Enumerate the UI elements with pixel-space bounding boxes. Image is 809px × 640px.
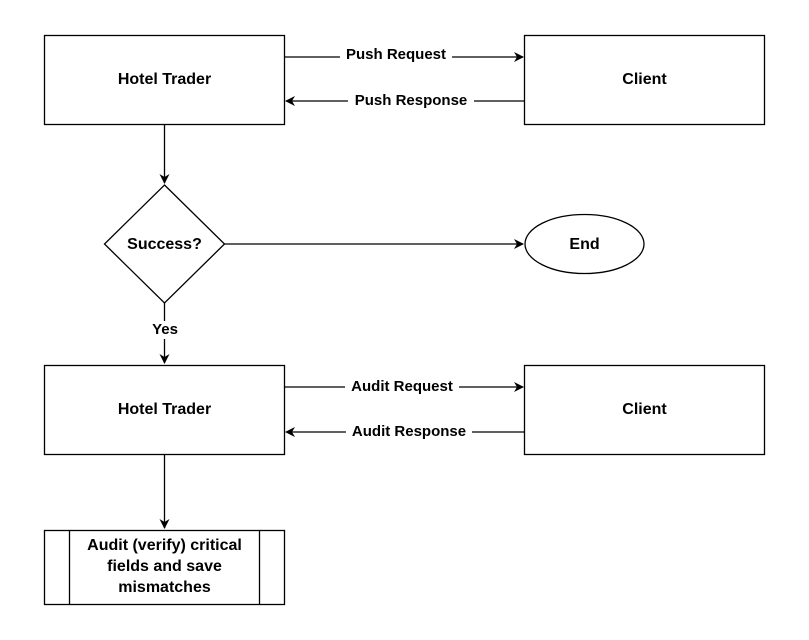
node-audit-process[interactable]: Audit (verify) critical fields and save …: [43, 529, 286, 606]
node-decision-label: Success?: [127, 236, 202, 253]
node-client-bottom-label: Client: [622, 401, 667, 418]
edge-push-request-label: Push Request: [346, 46, 446, 63]
edge-push-response[interactable]: Push Response: [285, 92, 524, 110]
edge-audit-response[interactable]: Audit Response: [285, 423, 524, 441]
node-end-label: End: [569, 236, 599, 253]
node-hotel-trader-top[interactable]: Hotel Trader: [43, 34, 286, 126]
node-audit-process-line-1: Audit (verify) critical: [87, 537, 242, 554]
node-hotel-trader-bottom-label: Hotel Trader: [118, 401, 211, 418]
node-audit-process-line-3: mismatches: [118, 579, 211, 596]
node-hotel-trader-top-label: Hotel Trader: [118, 71, 211, 88]
node-end[interactable]: End: [524, 213, 645, 275]
node-client-bottom[interactable]: Client: [523, 364, 766, 456]
node-hotel-trader-bottom[interactable]: Hotel Trader: [43, 364, 286, 456]
edge-yes-label: Yes: [152, 321, 178, 338]
edge-push-request[interactable]: Push Request: [285, 46, 524, 65]
edge-audit-request[interactable]: Audit Request: [285, 378, 524, 396]
node-audit-process-line-2: fields and save: [107, 558, 222, 575]
edge-push-response-label: Push Response: [355, 92, 468, 109]
node-client-top-label: Client: [622, 71, 667, 88]
node-decision[interactable]: Success?: [103, 184, 226, 304]
edge-audit-response-label: Audit Response: [352, 423, 466, 440]
node-client-top[interactable]: Client: [523, 34, 766, 126]
edge-audit-request-label: Audit Request: [351, 378, 453, 395]
edge-yes[interactable]: Yes: [148, 303, 182, 364]
